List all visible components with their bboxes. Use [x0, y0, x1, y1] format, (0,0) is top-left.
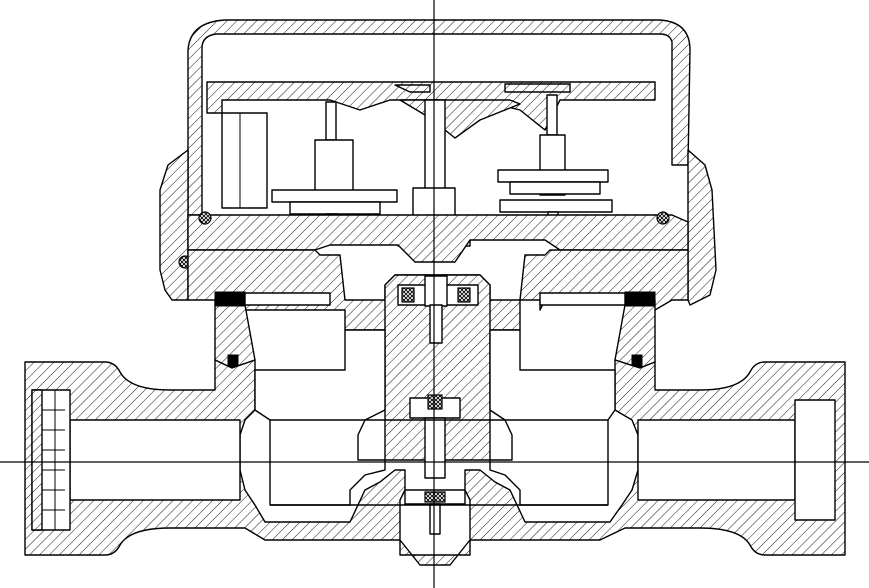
outlet-connection	[794, 399, 836, 521]
central-shaft-housing	[384, 274, 491, 535]
flow-channel	[69, 329, 796, 506]
register-left-wall	[221, 112, 268, 209]
sealing-rings	[214, 291, 656, 368]
meter-pipe-body	[24, 359, 846, 566]
inlet-strainer	[31, 389, 71, 531]
gear-train-right	[497, 94, 613, 243]
